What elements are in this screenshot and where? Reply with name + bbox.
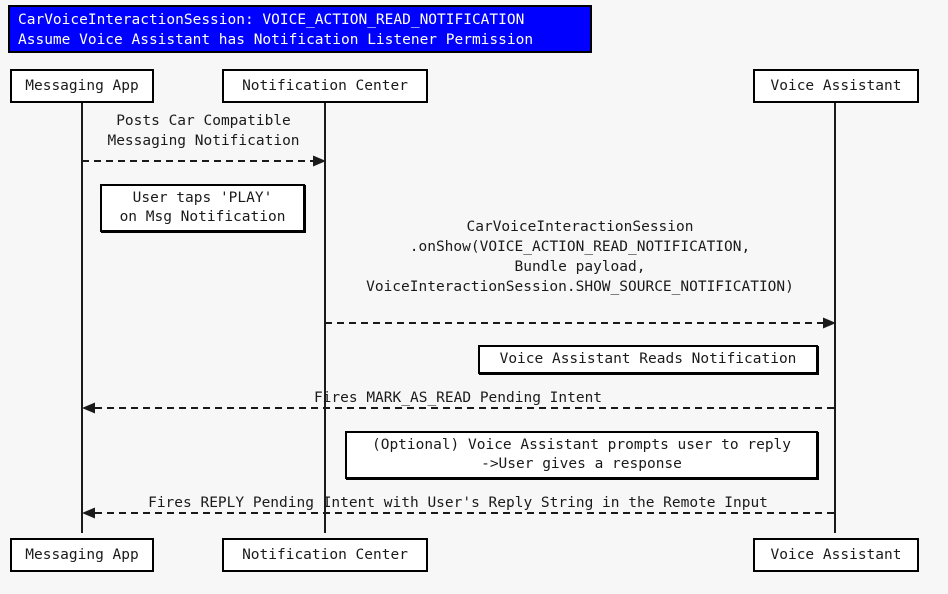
lifeline-voice-assistant (834, 103, 836, 533)
participant-label: Voice Assistant (770, 547, 902, 563)
message-arrow-reply-intent (82, 507, 835, 519)
message-arrow-on-show (325, 317, 836, 329)
participant-notification-center-bottom[interactable]: Notification Center (222, 538, 428, 572)
note-line: Voice Assistant Reads Notification (499, 351, 797, 367)
message-arrow-post-notification (82, 155, 326, 167)
note-user-taps-play: User taps 'PLAY' on Msg Notification (100, 184, 305, 232)
participant-label: Notification Center (242, 78, 408, 94)
message-arrow-mark-as-read (82, 402, 835, 414)
diagram-title-box: CarVoiceInteractionSession: VOICE_ACTION… (8, 5, 592, 53)
message-line: Messaging Notification (107, 133, 300, 149)
message-line: Bundle payload, (514, 259, 646, 275)
participant-messaging-app-bottom[interactable]: Messaging App (10, 538, 154, 572)
participant-voice-assistant-bottom[interactable]: Voice Assistant (753, 538, 919, 572)
participant-notification-center-top[interactable]: Notification Center (222, 69, 428, 103)
message-line: .onShow(VOICE_ACTION_READ_NOTIFICATION, (409, 239, 751, 255)
note-optional-reply-prompt: (Optional) Voice Assistant prompts user … (345, 431, 818, 479)
note-line: ->User gives a response (481, 456, 682, 472)
participant-label: Messaging App (25, 547, 139, 563)
note-line: User taps 'PLAY' (132, 190, 273, 206)
message-label-on-show: CarVoiceInteractionSession .onShow(VOICE… (325, 217, 835, 297)
message-line: VoiceInteractionSession.SHOW_SOURCE_NOTI… (366, 279, 794, 295)
message-line: Posts Car Compatible (116, 113, 291, 129)
participant-voice-assistant-top[interactable]: Voice Assistant (753, 69, 919, 103)
participant-label: Notification Center (242, 547, 408, 563)
note-assistant-reads: Voice Assistant Reads Notification (478, 345, 818, 374)
lifeline-messaging-app (81, 103, 83, 533)
participant-label: Messaging App (25, 78, 139, 94)
note-line: (Optional) Voice Assistant prompts user … (371, 437, 792, 453)
participant-messaging-app-top[interactable]: Messaging App (10, 69, 154, 103)
message-label-post-notification: Posts Car Compatible Messaging Notificat… (82, 111, 325, 151)
participant-label: Voice Assistant (770, 78, 902, 94)
diagram-title-line-1: CarVoiceInteractionSession: VOICE_ACTION… (18, 12, 525, 28)
note-line: on Msg Notification (119, 209, 286, 225)
message-line: CarVoiceInteractionSession (466, 219, 694, 235)
lifeline-notification-center (324, 103, 326, 533)
diagram-title-line-2: Assume Voice Assistant has Notification … (18, 32, 534, 48)
